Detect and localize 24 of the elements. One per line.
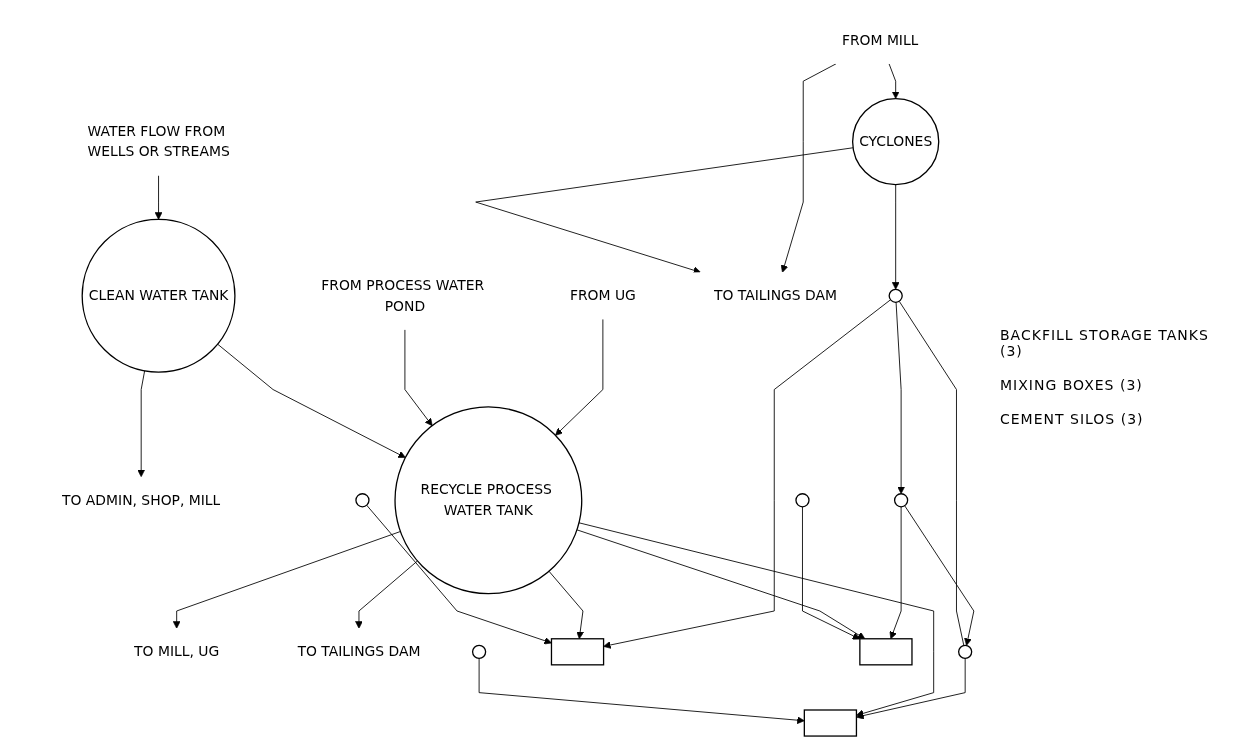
node-text: FROM UG (570, 287, 636, 304)
node-circle (958, 644, 973, 659)
node-box (803, 709, 858, 737)
node-box (859, 638, 913, 666)
group-label: CEMENT SILOS (3) (1000, 410, 1145, 427)
node-circle (472, 644, 487, 659)
node-text: TO MILL, UG (134, 643, 220, 660)
node-circle: CLEAN WATER TANK (81, 218, 236, 373)
node-circle: CYCLONES (852, 97, 940, 186)
node-circle (355, 493, 370, 508)
node-text: TO ADMIN, SHOP, MILL (62, 491, 221, 509)
node-text: WATER FLOW FROM WELLS OR STREAMS (87, 122, 230, 160)
group-label: BACKFILL STORAGE TANKS (3) (1000, 326, 1210, 359)
connector (898, 300, 965, 646)
node-circle: RECYCLE PROCESS WATER TANK (394, 406, 583, 595)
node-box (550, 638, 605, 666)
node-circle (888, 288, 903, 303)
node-text: TO TAILINGS DAM (297, 643, 421, 660)
node-text: FROM PROCESS WATER POND (321, 276, 485, 315)
node-circle (894, 493, 909, 508)
group-label: MIXING BOXES (3) (1000, 376, 1144, 393)
node-text: FROM MILL (841, 31, 919, 49)
node-text: TO TAILINGS DAM (714, 287, 838, 304)
node-circle (795, 493, 810, 508)
